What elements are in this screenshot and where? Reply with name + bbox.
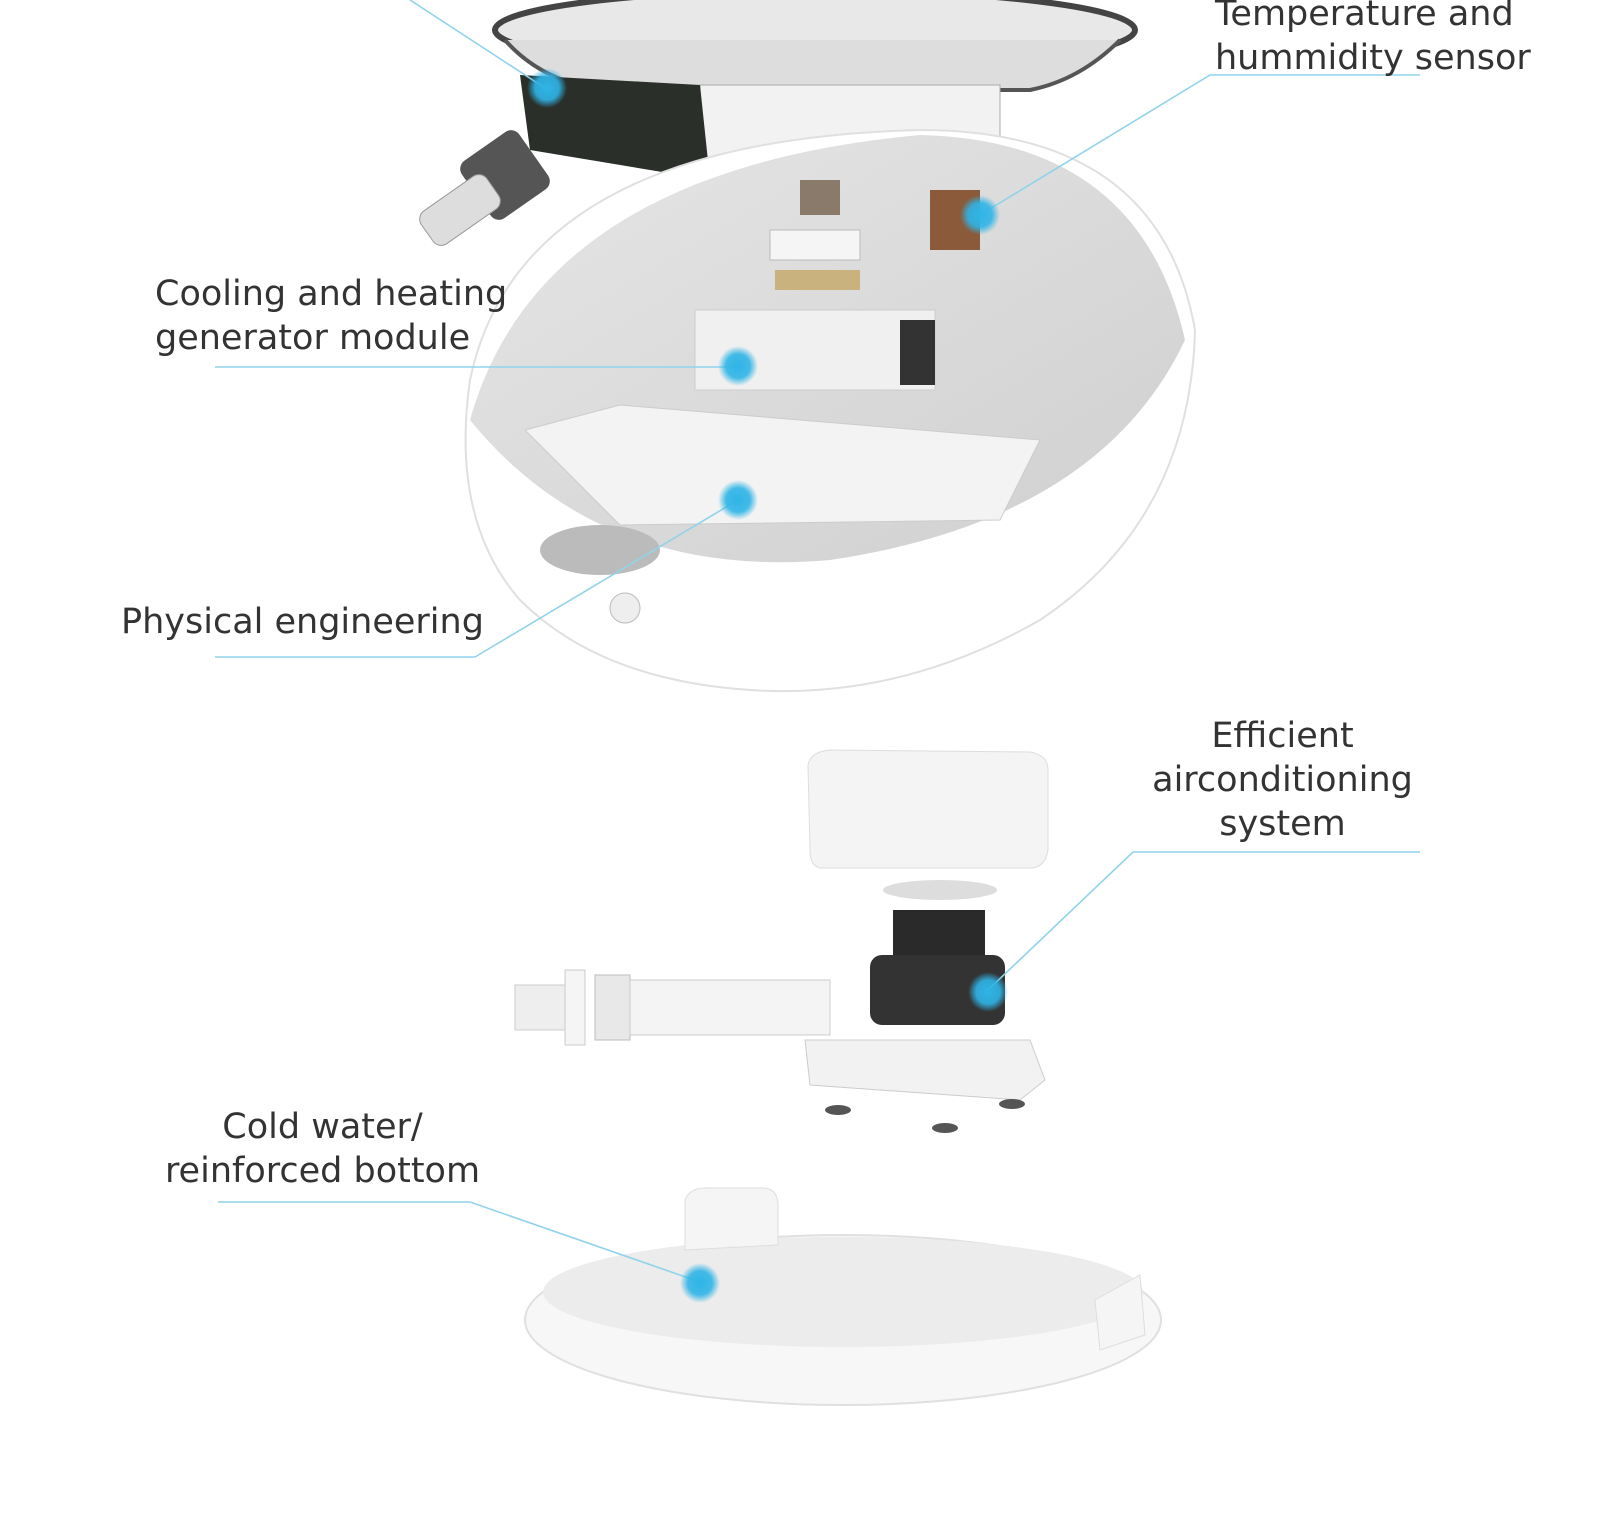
circuit-board-part — [419, 75, 710, 246]
label-line: hummidity sensor — [1215, 38, 1531, 78]
label-line: Cold water/ — [222, 1107, 423, 1147]
hotspot-dot-temperature — [960, 195, 1000, 235]
label-physical-engineering: Physical engineering — [121, 600, 484, 644]
label-cooling-module: Cooling and heating generator module — [155, 272, 507, 360]
aircon-module-part — [514, 749, 1049, 1133]
leader-line-aircon — [987, 851, 1420, 991]
bottom-base-part — [524, 1187, 1162, 1406]
label-bottom: Cold water/ reinforced bottom — [160, 1105, 485, 1193]
leader-line-temperature — [979, 74, 1420, 216]
label-line: system — [1219, 804, 1346, 844]
label-line: airconditioning — [1152, 760, 1413, 800]
hotspot-dot-aircon — [968, 972, 1008, 1012]
label-line: reinforced bottom — [164, 1151, 481, 1191]
label-line: Physical engineering — [121, 602, 484, 642]
leader-line-bottom — [218, 1201, 701, 1283]
label-temperature-sensor: Temperature and hummidity sensor — [1215, 0, 1531, 80]
hotspot-dot-bottom — [680, 1263, 720, 1303]
label-line: Cooling and heating — [155, 274, 508, 314]
leader-line-top-left — [409, 0, 546, 89]
hotspot-dot-board — [527, 68, 567, 108]
hotspot-dot-cooling — [718, 346, 758, 386]
main-body-bowl — [464, 128, 1197, 693]
leader-line-physical — [215, 499, 739, 658]
label-line: Temperature and — [1215, 0, 1514, 34]
label-line: generator module — [155, 318, 471, 358]
label-line: Efficient — [1211, 716, 1354, 756]
label-aircon-system: Efficient airconditioning system — [1130, 714, 1435, 846]
hotspot-dot-physical — [718, 480, 758, 520]
